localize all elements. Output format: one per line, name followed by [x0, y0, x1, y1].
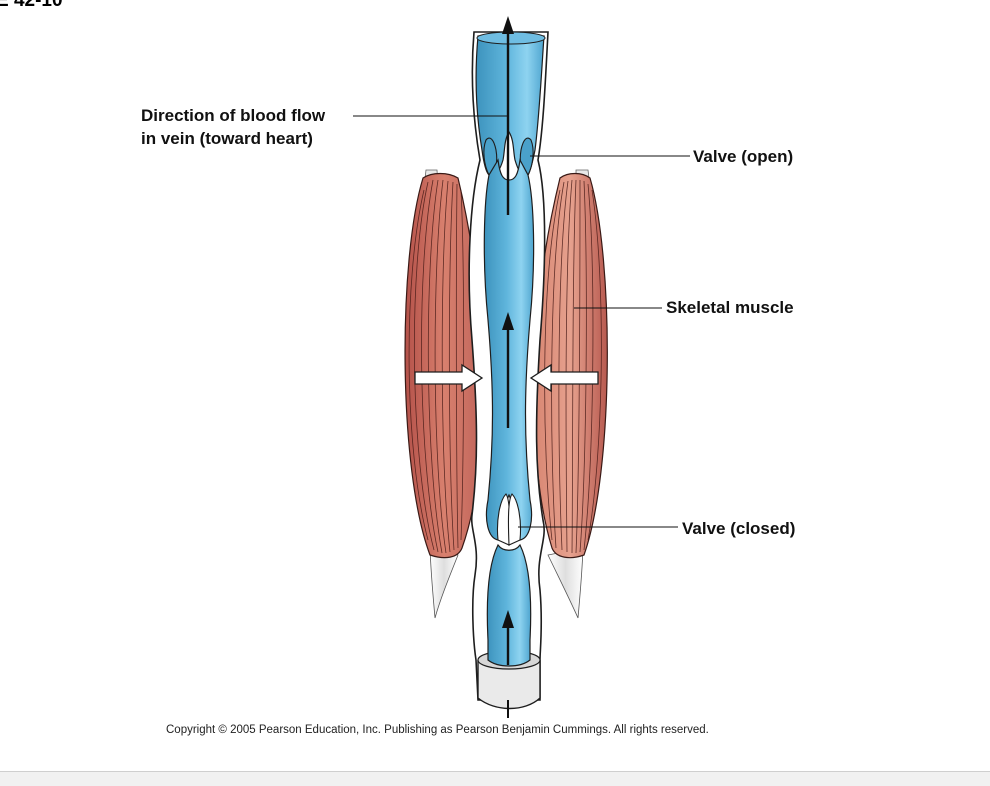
blood-lumen [475, 31, 546, 667]
label-valve-closed: Valve (closed) [682, 519, 796, 538]
copyright-notice: Copyright © 2005 Pearson Education, Inc.… [166, 724, 709, 736]
figure-heading: E 42-10 [0, 0, 63, 11]
skeletal-muscle-left [404, 169, 484, 619]
label-skeletal-muscle: Skeletal muscle [666, 298, 794, 317]
compression-arrow-right [529, 363, 599, 393]
flow-arrows [502, 16, 514, 718]
footer-bar [0, 771, 990, 786]
label-direction-of-blood-flow: Direction of blood flow in vein (toward … [141, 104, 325, 150]
label-valve-open: Valve (open) [693, 147, 794, 166]
label-direction-line1: Direction of blood flow [141, 106, 326, 125]
label-direction-line2: in vein (toward heart) [141, 129, 313, 148]
compression-arrow-left [414, 363, 484, 393]
skeletal-muscle-right [533, 169, 608, 619]
